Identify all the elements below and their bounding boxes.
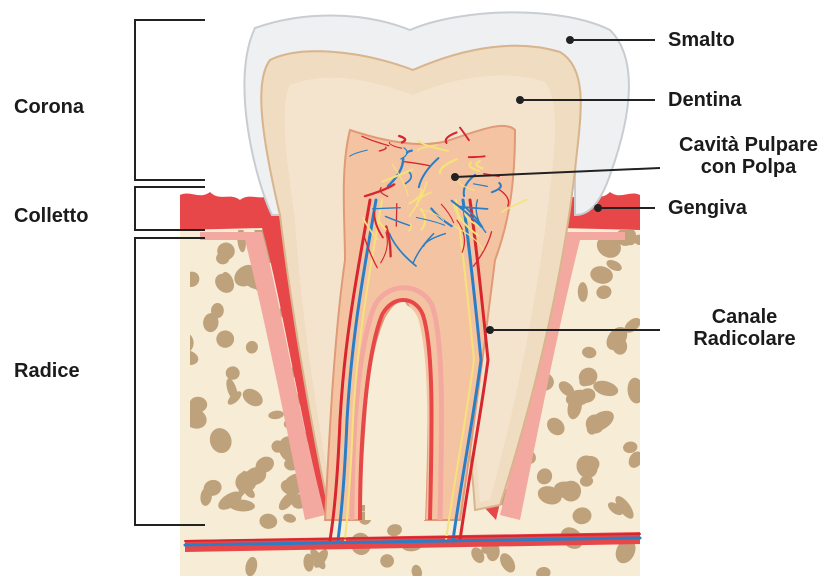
label-canale-line2: Radicolare xyxy=(662,328,827,350)
label-radice: Radice xyxy=(14,360,80,382)
label-smalto: Smalto xyxy=(668,29,735,51)
label-corona: Corona xyxy=(14,96,84,118)
label-cavita-pulpare: Cavità Pulpare con Polpa xyxy=(666,134,831,178)
label-gengiva: Gengiva xyxy=(668,197,747,219)
label-colletto: Colletto xyxy=(14,205,88,227)
label-dentina: Dentina xyxy=(668,89,741,111)
label-canale-radicolare: Canale Radicolare xyxy=(662,306,827,350)
pulp-vessel xyxy=(396,204,397,226)
label-cavita-line2: con Polpa xyxy=(666,156,831,178)
label-cavita-line1: Cavità Pulpare xyxy=(666,134,831,156)
pulp-vessel xyxy=(469,156,485,157)
label-canale-line1: Canale xyxy=(662,306,827,328)
